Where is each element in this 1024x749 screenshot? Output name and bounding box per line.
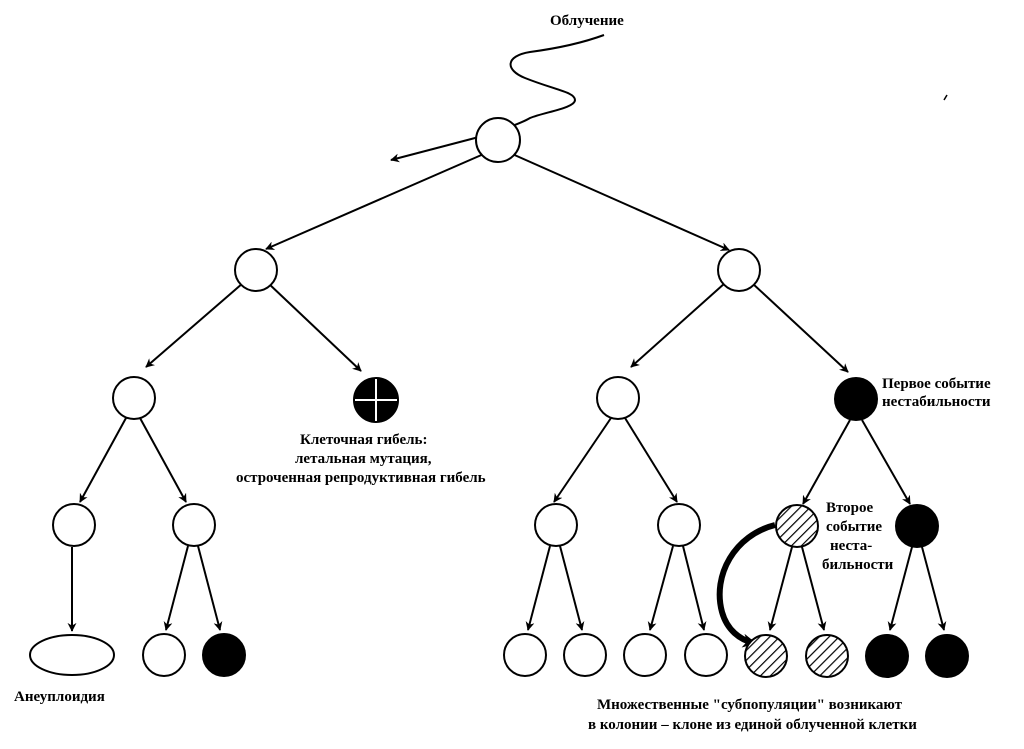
aneuploidy-label: Анеуплоидия — [14, 689, 105, 705]
cell-aneuploid — [29, 634, 115, 676]
irradiation-label: Облучение — [550, 13, 624, 29]
lineage-edges — [67, 152, 947, 632]
cell-l4-d1 — [623, 633, 667, 677]
curved-transfer-arrow — [716, 522, 776, 648]
cell-first-event — [834, 377, 878, 421]
cell-l3-a — [52, 503, 96, 547]
cell-l4-f2 — [925, 634, 969, 678]
cell-l3-b — [172, 503, 216, 547]
second-event-label-line4: бильности — [822, 557, 894, 573]
cell-l4-b2 — [202, 633, 246, 677]
second-event-label-line1: Второе — [826, 500, 874, 516]
cell-root — [475, 117, 521, 163]
subpopulations-label-line2: в колонии – клоне из единой облученной к… — [588, 717, 917, 733]
cell-death-label-line1: Клеточная гибель: — [300, 432, 427, 448]
cell-l4-d2 — [684, 633, 728, 677]
cell-l4-c1 — [503, 633, 547, 677]
cell-l1-right — [717, 248, 761, 292]
cell-death-label-line3: остроченная репродуктивная гибель — [236, 470, 486, 486]
cell-l3-c — [534, 503, 578, 547]
cell-second-event — [775, 504, 819, 548]
cell-death-label-line2: летальная мутация, — [295, 451, 432, 467]
cells — [29, 117, 969, 678]
first-event-label-line2: нестабильности — [882, 394, 991, 410]
dead-cell — [353, 377, 399, 423]
cell-l4-b1 — [142, 633, 186, 677]
cell-l4-e2 — [805, 634, 849, 678]
second-event-label-line3: неста- — [830, 538, 872, 554]
first-event-label-line1: Первое событие — [882, 376, 991, 392]
cell-l4-f1 — [865, 634, 909, 678]
cell-l4-e1 — [744, 634, 788, 678]
cell-l4-c2 — [563, 633, 607, 677]
cell-l2-c — [596, 376, 640, 420]
cell-l3-d — [657, 503, 701, 547]
subpopulations-label-line1: Множественные "субпопуляции" возникают — [597, 697, 903, 713]
stray-mark — [943, 94, 948, 101]
cell-l1-left — [234, 248, 278, 292]
second-event-label-line2: событие — [826, 519, 882, 535]
cell-l3-f — [895, 504, 939, 548]
cell-l2-a — [112, 376, 156, 420]
